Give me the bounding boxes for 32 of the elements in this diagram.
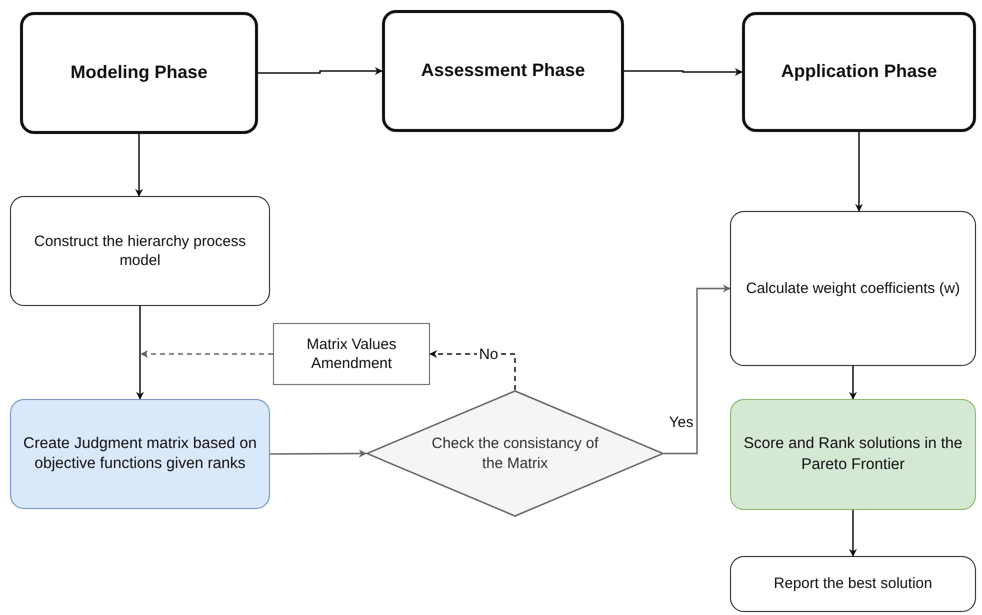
node-text: Application Phase [780,60,938,84]
process-box [10,196,270,306]
node-text: Create Judgment matrix based on objective functions given ranks [22,434,258,474]
arrow [849,366,857,400]
node-text: Assessment Phase [420,59,586,82]
phase-box [742,12,976,132]
arrow [624,68,743,76]
decision-diamond [366,390,664,517]
phase-box [382,10,624,132]
process-box [730,556,976,612]
arrow [258,67,383,75]
node-text: Score and Rank solutions in the Pareto Frontier [742,434,964,474]
node-text: Calculate weight coefficients (w) [746,278,960,298]
process-box [10,399,270,509]
arrow [140,350,273,358]
phase-box [20,12,258,134]
arrow [136,306,144,400]
node-text: Construct the hierarchy process model [33,232,247,270]
arrow [429,350,516,390]
node-text: Check the consistancy of the Matrix [430,434,600,473]
node-text: Matrix Values Amendment [306,334,398,374]
arrow [135,134,143,197]
edge-label: Yes [667,414,696,430]
node-text: Report the best solution [774,574,932,594]
arrow [855,132,863,212]
process-box [273,323,430,385]
arrow [270,450,367,458]
process-box [730,211,976,366]
node-text: Modeling Phase [70,61,208,84]
arrow [664,284,731,454]
arrow [849,510,857,557]
process-box [730,399,976,510]
